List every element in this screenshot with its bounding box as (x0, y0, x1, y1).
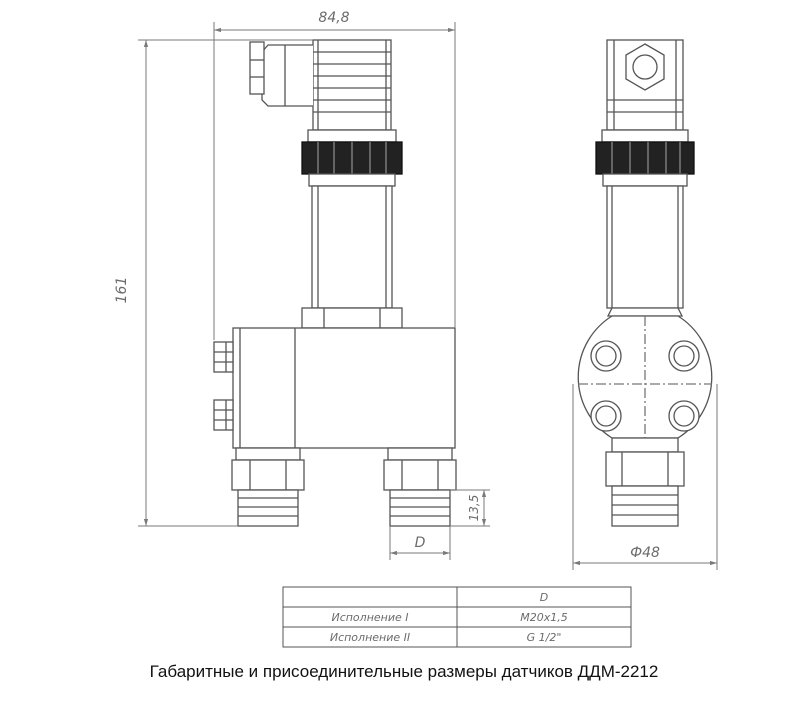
sensor-block (232, 327, 456, 449)
execution-table (282, 586, 632, 648)
table-row-2-value: G 1/2" (527, 631, 562, 644)
fitting-left (231, 447, 305, 527)
dimensions (138, 22, 718, 570)
table-row-1-value: M20x1,5 (520, 611, 568, 624)
table-header-cell-1: D (540, 591, 548, 604)
fitting-right (383, 447, 457, 527)
table-row-2-label: Исполнение II (330, 631, 410, 644)
connector-screw-icon (625, 43, 665, 91)
front-view (213, 39, 457, 527)
vent-screw-bottom (213, 399, 234, 431)
connector-cap (249, 39, 392, 131)
dim-diameter-label: Ф48 (630, 545, 660, 561)
black-nut (301, 141, 403, 175)
dim-width-label: 84,8 (318, 10, 349, 26)
dim-height-label: 161 (114, 277, 130, 304)
vent-screw-top (213, 341, 234, 373)
table-row-1-label: Исполнение I (331, 611, 408, 624)
flange (577, 307, 713, 448)
figure-caption: Габаритные и присоединительные размеры д… (149, 662, 659, 681)
side-view (577, 39, 713, 527)
dim-d-label: D (415, 535, 426, 551)
dim-thread-label: 13,5 (467, 495, 481, 522)
